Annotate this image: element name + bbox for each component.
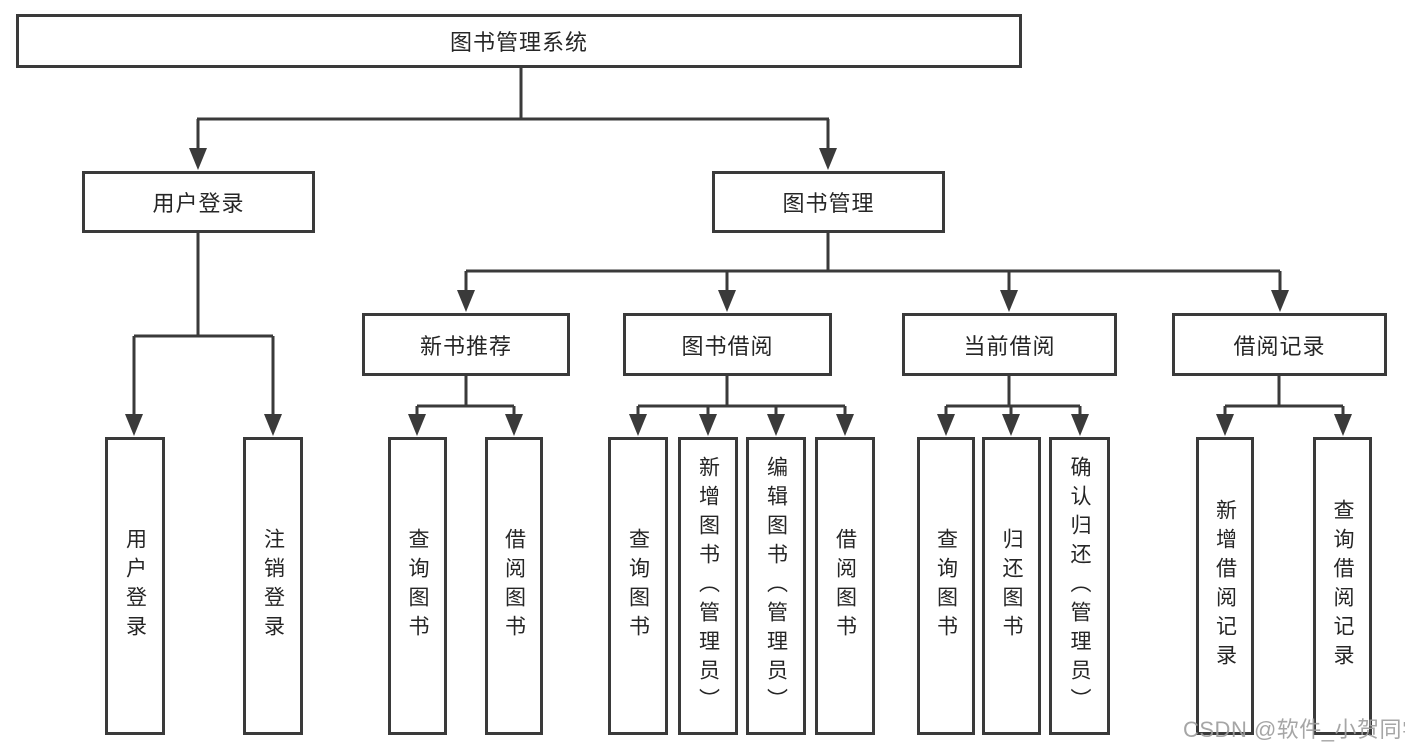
leaf-newbook-borrow-books: 借阅图书 (485, 437, 543, 735)
arrowhead (937, 414, 955, 436)
leaf-user-login: 用户登录 (105, 437, 165, 735)
node-new-book-recommend: 新书推荐 (362, 313, 570, 376)
arrowhead (718, 290, 736, 312)
arrowhead (629, 414, 647, 436)
leaf-current-return-books: 归还图书 (982, 437, 1041, 735)
arrowhead (125, 414, 143, 436)
arrowhead (1000, 290, 1018, 312)
node-user-login: 用户登录 (82, 171, 315, 233)
leaf-borrow-edit-books-admin: 编辑图书（管理员） (746, 437, 806, 735)
leaf-current-query-books: 查询图书 (917, 437, 975, 735)
arrowhead (1216, 414, 1234, 436)
arrowhead (1071, 414, 1089, 436)
leaf-borrow-borrow-books: 借阅图书 (815, 437, 875, 735)
node-borrow-record: 借阅记录 (1172, 313, 1387, 376)
arrowhead (699, 414, 717, 436)
arrowhead (408, 414, 426, 436)
connector-bookborrow-to-leaves (636, 376, 847, 416)
arrowhead (819, 148, 837, 170)
arrowhead (457, 290, 475, 312)
arrowhead (767, 414, 785, 436)
arrowhead (1271, 290, 1289, 312)
arrowhead (1002, 414, 1020, 436)
leaf-logout: 注销登录 (243, 437, 303, 735)
connector-borrowrecord-to-leaves (1223, 376, 1345, 416)
arrowhead (264, 414, 282, 436)
node-current-borrow: 当前借阅 (902, 313, 1117, 376)
arrowhead (189, 148, 207, 170)
node-root: 图书管理系统 (16, 14, 1022, 68)
connector-root-to-level2 (196, 66, 830, 152)
arrowhead (836, 414, 854, 436)
node-book-borrow: 图书借阅 (623, 313, 832, 376)
leaf-record-query-record: 查询借阅记录 (1313, 437, 1372, 735)
watermark: CSDN @软件_小贺同学 (1183, 717, 1405, 742)
arrowhead (1334, 414, 1352, 436)
arrowheads (125, 148, 1352, 436)
connector-userlogin-to-leaves (132, 233, 275, 416)
leaf-newbook-query-books: 查询图书 (388, 437, 447, 735)
leaf-current-confirm-return-admin: 确认归还（管理员） (1049, 437, 1110, 735)
arrowhead (505, 414, 523, 436)
connector-bookmgmt-to-level3 (464, 233, 1282, 293)
node-book-management: 图书管理 (712, 171, 945, 233)
leaf-borrow-query-books: 查询图书 (608, 437, 668, 735)
leaf-record-add-record: 新增借阅记录 (1196, 437, 1254, 735)
leaf-borrow-add-books-admin: 新增图书（管理员） (678, 437, 738, 735)
connector-newbook-to-leaves (415, 376, 516, 416)
connector-currentborrow-to-leaves (944, 376, 1082, 416)
